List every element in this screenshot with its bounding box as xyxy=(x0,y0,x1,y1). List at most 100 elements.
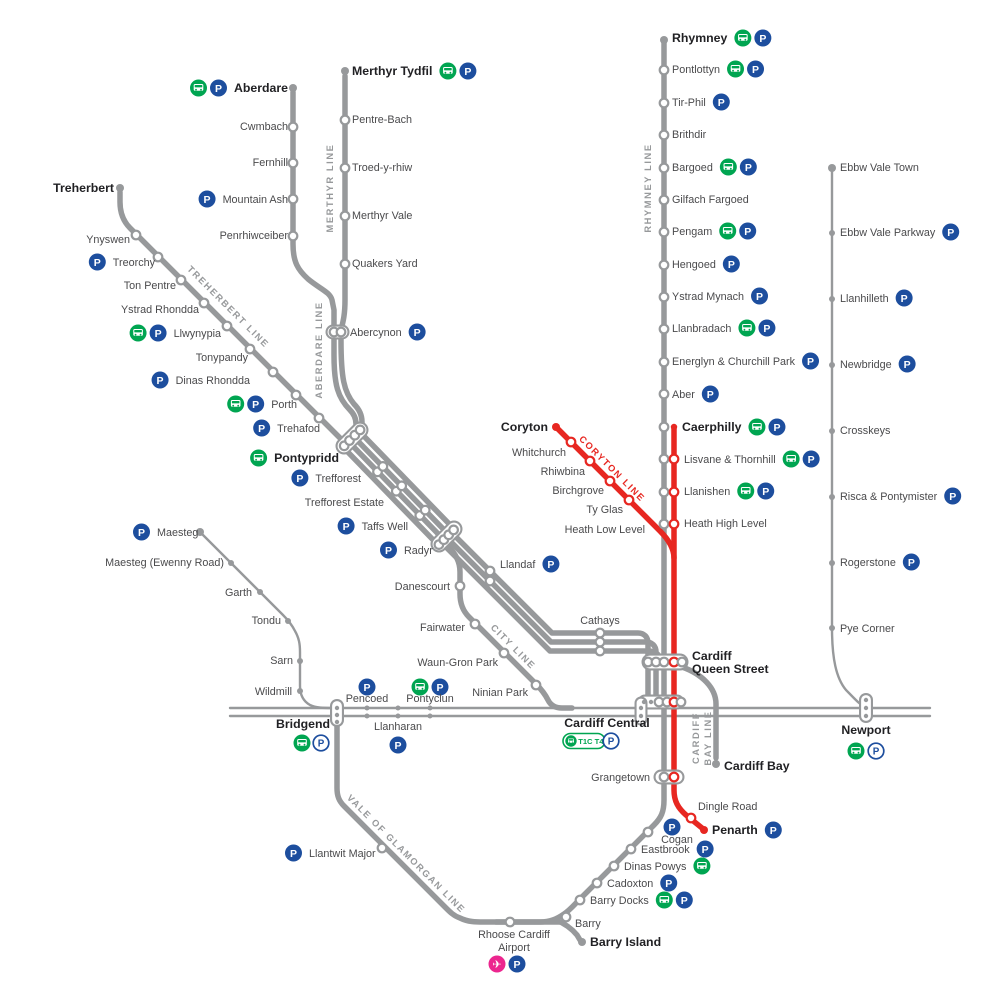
parking-icon: P xyxy=(285,844,302,862)
station-label: Pye Corner xyxy=(840,623,895,635)
station-label: Pentre-Bach xyxy=(352,114,412,126)
station-marker xyxy=(594,636,606,648)
station-marker xyxy=(658,162,670,174)
station-label: Maesteg (Ewenny Road) xyxy=(105,557,224,569)
parking-icon: P xyxy=(198,190,216,208)
station-label: Grangetown xyxy=(591,772,650,784)
station-marker xyxy=(287,193,299,205)
station-marker xyxy=(152,251,164,263)
svg-text:P: P xyxy=(728,259,735,271)
station-marker xyxy=(658,259,670,271)
bus-wheel xyxy=(303,743,306,746)
station-marker xyxy=(395,713,401,719)
station-marker xyxy=(658,97,670,109)
station-marker xyxy=(334,705,340,711)
bus-wheel xyxy=(444,71,447,74)
station-marker xyxy=(287,230,299,242)
station-marker xyxy=(552,423,560,431)
svg-text:P: P xyxy=(363,682,370,694)
station-marker xyxy=(668,453,680,465)
bus-wheel xyxy=(739,38,742,41)
station-label: Trehafod xyxy=(277,423,320,435)
station-marker xyxy=(297,658,303,664)
bus-window xyxy=(739,35,747,38)
bus-window xyxy=(416,684,424,687)
parking-icon: P xyxy=(701,385,719,403)
bus-wheel xyxy=(748,328,751,331)
parking-icon: P xyxy=(380,541,397,559)
svg-text:P: P xyxy=(759,33,766,45)
parking-icon: P xyxy=(675,891,693,909)
parking-outline-icon: P xyxy=(867,742,885,760)
bus-icon xyxy=(847,742,865,760)
bus-wheel xyxy=(698,866,701,869)
station-marker xyxy=(658,129,670,141)
parking-icon: P xyxy=(431,678,449,696)
airport-icon: ✈ xyxy=(488,955,506,973)
station-label: Porth xyxy=(271,399,297,411)
bus-wheel xyxy=(139,333,142,336)
svg-text:P: P xyxy=(138,527,145,539)
station-marker xyxy=(175,274,187,286)
rail-lines xyxy=(117,37,932,943)
station-marker xyxy=(448,524,460,536)
parking-icon: P xyxy=(253,419,271,437)
station-label: Garth xyxy=(225,587,252,599)
svg-text:P: P xyxy=(756,291,763,303)
station-label: Barry Docks xyxy=(590,895,649,907)
parking-icon: P xyxy=(151,371,169,389)
svg-text:P: P xyxy=(436,682,443,694)
station-label: Cogan xyxy=(661,834,693,846)
station-marker xyxy=(700,826,708,834)
station-label: Llanishen xyxy=(684,486,730,498)
svg-text:P: P xyxy=(808,454,815,466)
parking-outline-icon: P xyxy=(602,732,620,750)
station-marker xyxy=(623,494,635,506)
bus-window xyxy=(298,740,306,743)
svg-text:P: P xyxy=(608,737,615,748)
bus-window xyxy=(753,424,761,427)
station-marker xyxy=(658,64,670,76)
station-marker xyxy=(454,580,466,592)
bus-icon xyxy=(293,734,311,752)
station-marker xyxy=(395,705,401,711)
station-marker xyxy=(339,258,351,270)
station-marker xyxy=(658,486,670,498)
station-marker xyxy=(829,296,835,302)
station-label: Dinas Powys xyxy=(624,861,687,873)
station-marker xyxy=(498,647,510,659)
station-label: Ystrad Mynach xyxy=(672,291,744,303)
station-marker xyxy=(658,453,670,465)
bus-icon xyxy=(719,222,737,240)
bus-routes-badge: T1C T4 xyxy=(562,732,606,750)
station-label: Rhiwbina xyxy=(541,466,585,478)
station-marker xyxy=(660,36,668,44)
line-maesteg-line xyxy=(198,530,342,710)
station-marker xyxy=(828,164,836,172)
station-label: Crosskeys xyxy=(840,425,891,437)
station-label: Trefforest Estate xyxy=(305,497,384,509)
svg-text:T1C T4: T1C T4 xyxy=(578,737,604,746)
station-marker xyxy=(829,494,835,500)
line-barry-island-branch xyxy=(553,917,583,943)
svg-text:P: P xyxy=(343,521,350,533)
bus-icon xyxy=(129,324,147,342)
bus-wheel xyxy=(737,69,739,72)
bus-window xyxy=(741,488,750,491)
station-marker xyxy=(377,461,389,472)
station-marker xyxy=(396,480,408,492)
station-marker xyxy=(196,528,204,536)
station-label: Llantwit Major xyxy=(309,848,376,860)
svg-text:P: P xyxy=(752,64,759,76)
svg-text:P: P xyxy=(414,327,421,339)
station-marker xyxy=(267,366,279,378)
bus-wheel xyxy=(729,167,732,170)
station-marker xyxy=(257,589,263,595)
station-marker xyxy=(584,455,596,467)
station-marker xyxy=(676,656,688,668)
parking-icon: P xyxy=(542,555,560,573)
bus-wheel xyxy=(724,231,727,234)
parking-icon: P xyxy=(696,840,714,858)
bus-window xyxy=(852,748,860,751)
